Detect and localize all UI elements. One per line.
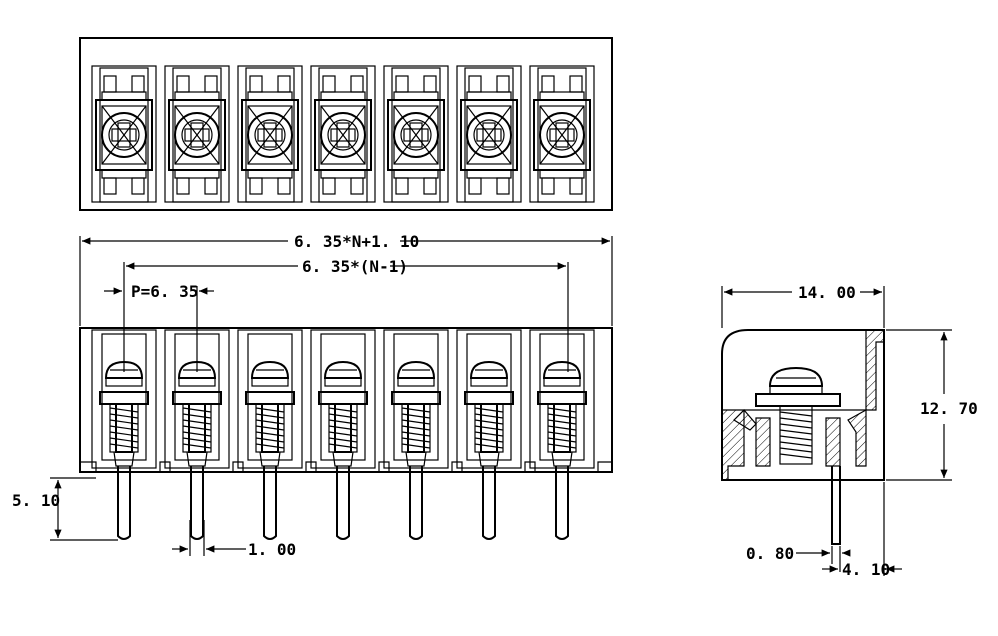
- side-height-label: 12. 70: [920, 399, 978, 418]
- front-dimensions: [50, 236, 613, 556]
- pin-width-label: 0. 80: [746, 544, 794, 563]
- side-width-label: 14. 00: [798, 283, 856, 302]
- top-view: [79, 37, 613, 211]
- overall-width-label: 6. 35*N+1. 10: [294, 232, 419, 251]
- pitch-label: P=6. 35: [131, 282, 198, 301]
- pin-offset-label: 4. 10: [842, 560, 890, 579]
- pin-spacing-label: 1. 00: [248, 540, 296, 559]
- pin-length-label: 5. 10: [12, 491, 60, 510]
- front-view: [79, 327, 613, 540]
- pin-span-label: 6. 35*(N-1): [302, 257, 408, 276]
- side-dimensions: [721, 286, 952, 576]
- side-view: [721, 329, 885, 545]
